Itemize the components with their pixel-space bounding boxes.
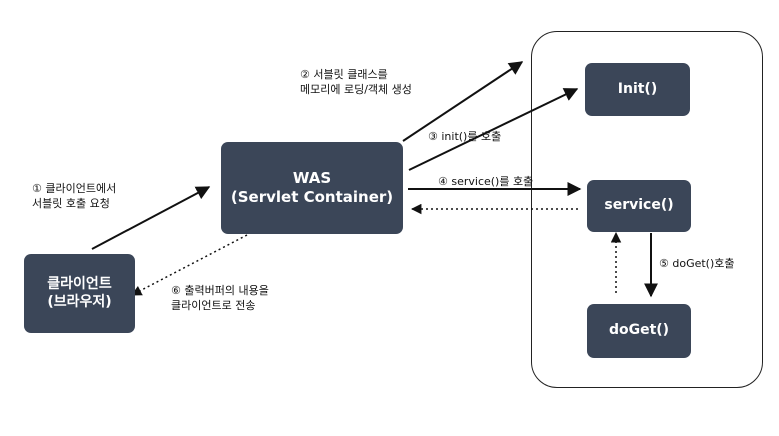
step-1-label: ① 클라이언트에서 서블릿 호출 요청: [32, 181, 116, 211]
was-box: WAS (Servlet Container): [221, 142, 403, 234]
step-4-line1: ④ service()를 호출: [438, 175, 534, 188]
step-2-line1: ② 서블릿 클래스를: [300, 68, 388, 81]
step-1-line1: ① 클라이언트에서: [32, 182, 117, 195]
arrow-was-to-init: [408, 88, 579, 171]
step-3-line1: ③ init()를 호출: [428, 130, 502, 143]
step-2-label: ② 서블릿 클래스를 메모리에 로딩/객체 생성: [300, 67, 412, 97]
step-1-line2: 서블릿 호출 요청: [32, 197, 110, 210]
doget-box: doGet(): [587, 304, 691, 358]
was-box-subtitle: (Servlet Container): [230, 188, 394, 206]
step-4-label: ④ service()를 호출: [438, 174, 533, 189]
step-5-label: ⑤ doGet()호출: [659, 256, 735, 271]
client-box-title: 클라이언트: [47, 276, 112, 292]
arrow-was-load-class: [402, 61, 524, 142]
service-box: service(): [587, 180, 691, 232]
client-box-subtitle: (브라우저): [47, 293, 112, 310]
was-box-title: WAS: [292, 169, 332, 188]
arrow-was-to-client: [131, 234, 248, 296]
init-box-label: Init(): [617, 80, 658, 97]
step-6-label: ⑥ 출력버퍼의 내용을 클라이언트로 전송: [171, 283, 269, 313]
client-box: 클라이언트 (브라우저): [24, 254, 135, 333]
step-3-label: ③ init()를 호출: [428, 129, 501, 144]
service-box-label: service(): [604, 197, 674, 214]
step-5-line1: ⑤ doGet()호출: [659, 257, 735, 270]
step-6-line2: 클라이언트로 전송: [171, 299, 256, 312]
doget-box-label: doGet(): [608, 322, 670, 339]
step-2-line2: 메모리에 로딩/객체 생성: [300, 83, 412, 96]
init-box: Init(): [585, 63, 690, 116]
arrow-client-to-was: [91, 186, 211, 250]
step-6-line1: ⑥ 출력버퍼의 내용을: [171, 284, 269, 297]
